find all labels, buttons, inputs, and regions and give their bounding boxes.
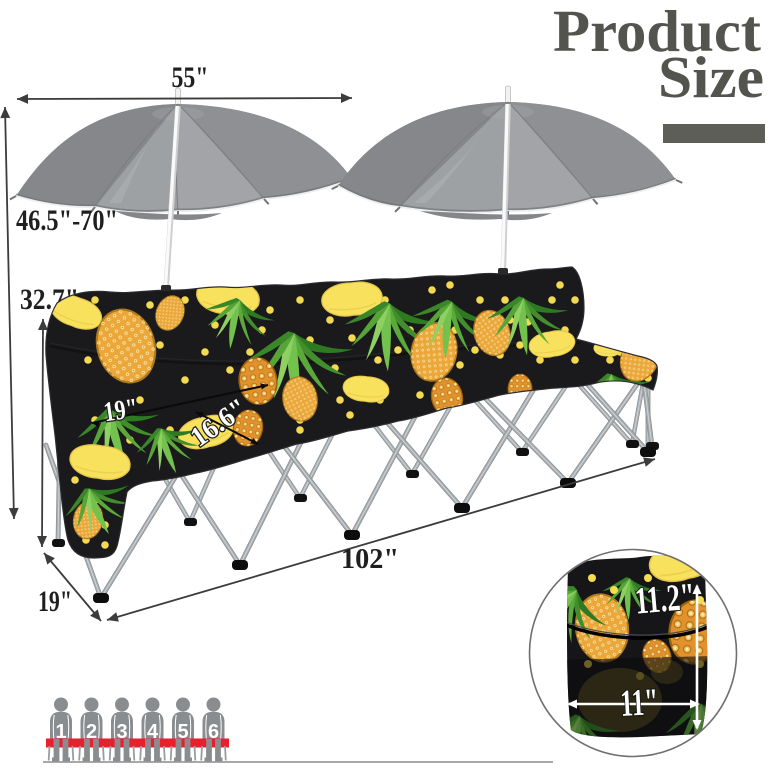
svg-text:55": 55" — [172, 61, 209, 94]
svg-text:19": 19" — [102, 393, 140, 428]
svg-text:19": 19" — [38, 585, 72, 618]
svg-text:Size: Size — [658, 44, 764, 110]
svg-text:2: 2 — [86, 721, 97, 743]
svg-text:Product: Product — [553, 0, 761, 64]
svg-text:11.2": 11.2" — [633, 576, 696, 623]
svg-text:6: 6 — [208, 721, 219, 743]
svg-text:4: 4 — [147, 721, 159, 743]
svg-text:1: 1 — [55, 721, 66, 743]
svg-text:102": 102" — [341, 544, 399, 575]
svg-text:3: 3 — [116, 721, 127, 743]
svg-text:11": 11" — [619, 681, 659, 725]
svg-text:5: 5 — [177, 721, 188, 743]
svg-text:46.5"-70": 46.5"-70" — [16, 204, 118, 237]
